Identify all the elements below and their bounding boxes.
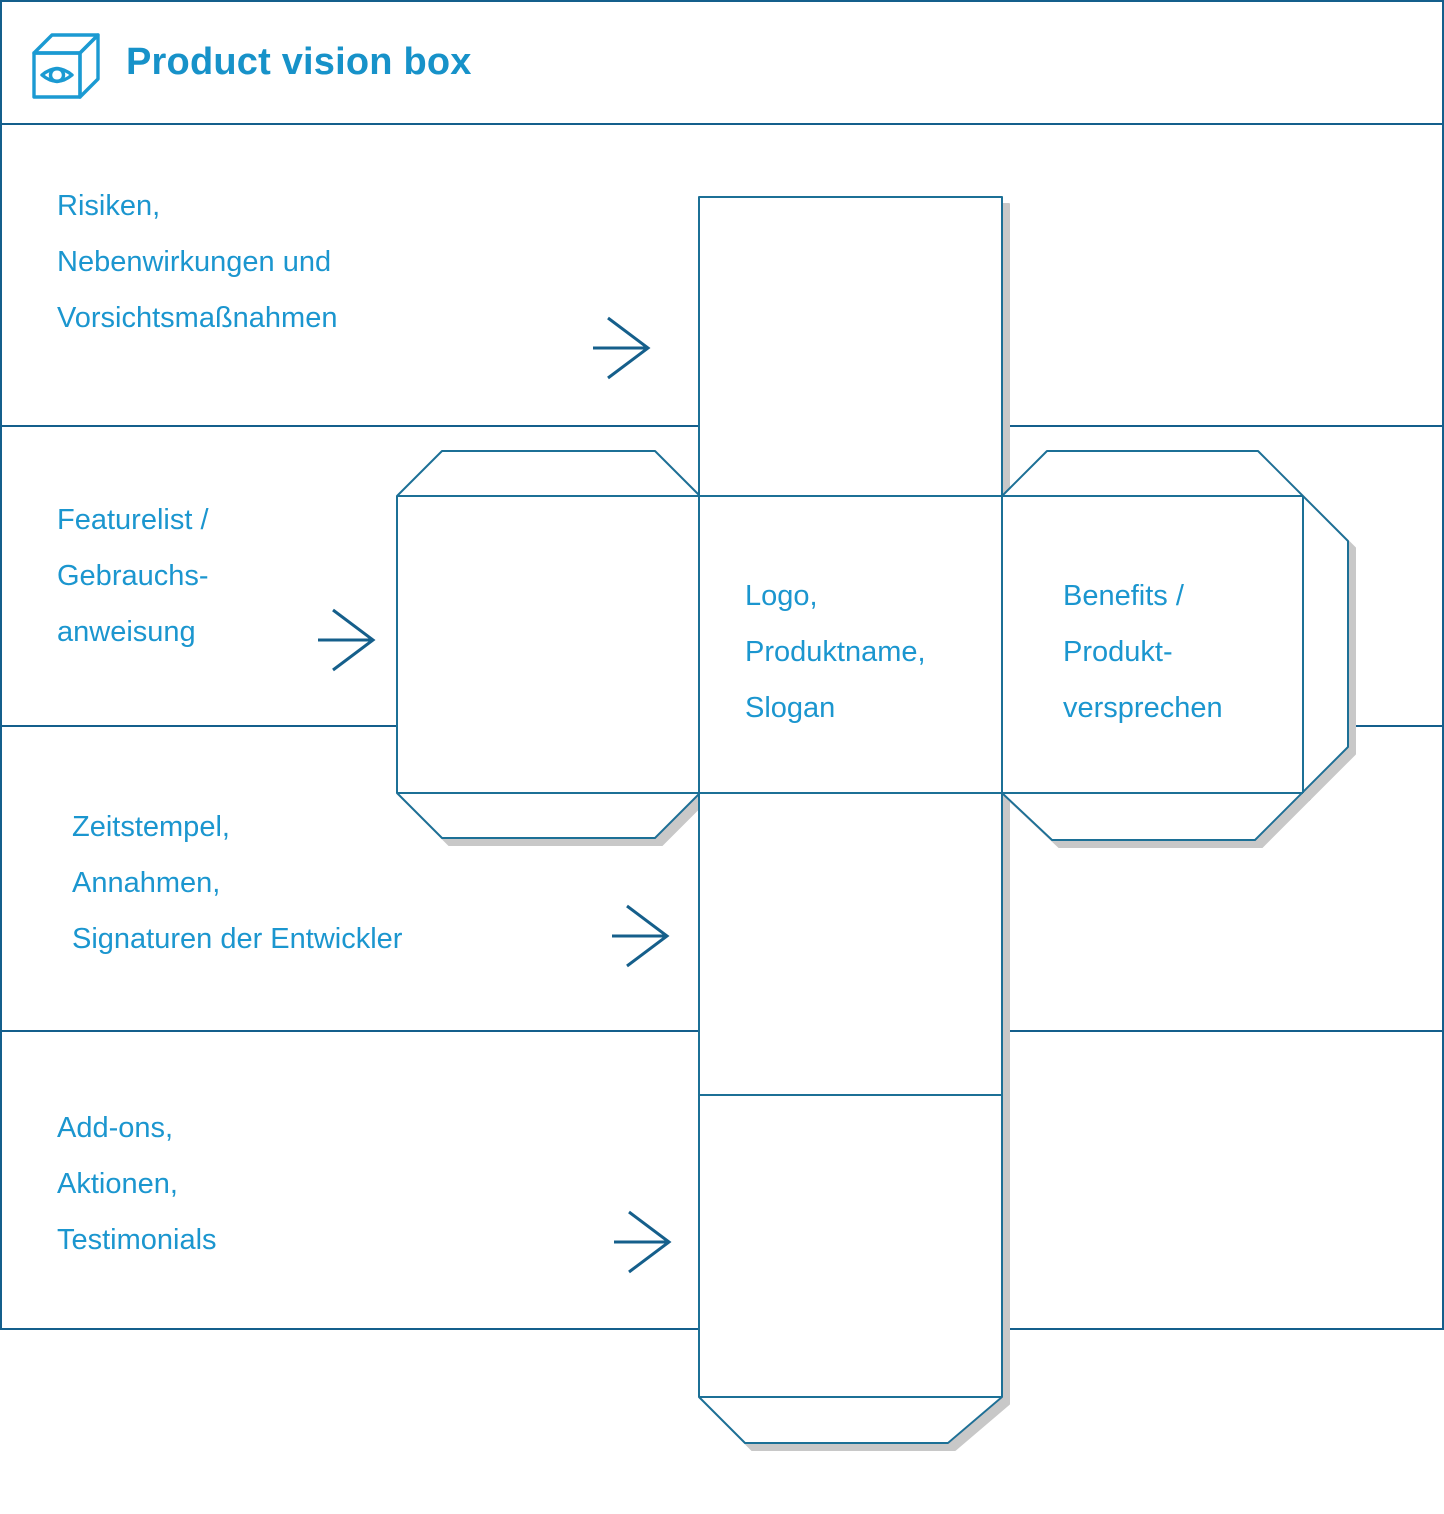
arrow-right-icon	[614, 1210, 672, 1274]
net-right-panel	[1001, 450, 1349, 841]
net-front-panel-label: Logo, Produktname, Slogan	[745, 568, 926, 736]
header: Product vision box	[0, 0, 1444, 125]
row-label-timestamps: Zeitstempel, Annahmen, Signaturen der En…	[72, 799, 402, 967]
label-line: Add-ons,	[57, 1112, 174, 1144]
vision-box-icon	[32, 32, 100, 99]
label-line: Gebrauchs-	[57, 560, 209, 592]
arrow-right-icon	[318, 608, 376, 672]
row-label-features: Featurelist / Gebrauchs- anweisung	[57, 492, 209, 660]
label-line: Featurelist /	[57, 504, 209, 536]
label-line: Produktname,	[745, 636, 926, 668]
label-line: Nebenwirkungen und	[57, 246, 332, 278]
label-line: Slogan	[745, 692, 836, 724]
label-line: Testimonials	[57, 1224, 217, 1256]
row-label-addons: Add-ons, Aktionen, Testimonials	[57, 1100, 217, 1268]
label-line: anweisung	[57, 616, 196, 648]
net-right-panel-label: Benefits / Produkt- versprechen	[1063, 568, 1223, 736]
label-line: Vorsichtsmaßnahmen	[57, 302, 338, 334]
label-line: Benefits /	[1063, 580, 1184, 612]
row-label-risks: Risiken, Nebenwirkungen und Vorsichtsmaß…	[57, 178, 337, 346]
label-line: Logo,	[745, 580, 818, 612]
label-line: Risiken,	[57, 190, 161, 222]
label-line: Aktionen,	[57, 1168, 178, 1200]
arrow-right-icon	[593, 316, 651, 380]
label-line: Annahmen,	[72, 867, 221, 899]
label-line: versprechen	[1063, 692, 1223, 724]
arrow-right-icon	[612, 904, 670, 968]
net-left-panel	[396, 450, 701, 839]
page-title: Product vision box	[126, 41, 472, 83]
net-center-column	[698, 196, 1003, 1444]
label-line: Produkt-	[1063, 636, 1173, 668]
label-line: Signaturen der Entwickler	[72, 923, 403, 955]
label-line: Zeitstempel,	[72, 811, 230, 843]
